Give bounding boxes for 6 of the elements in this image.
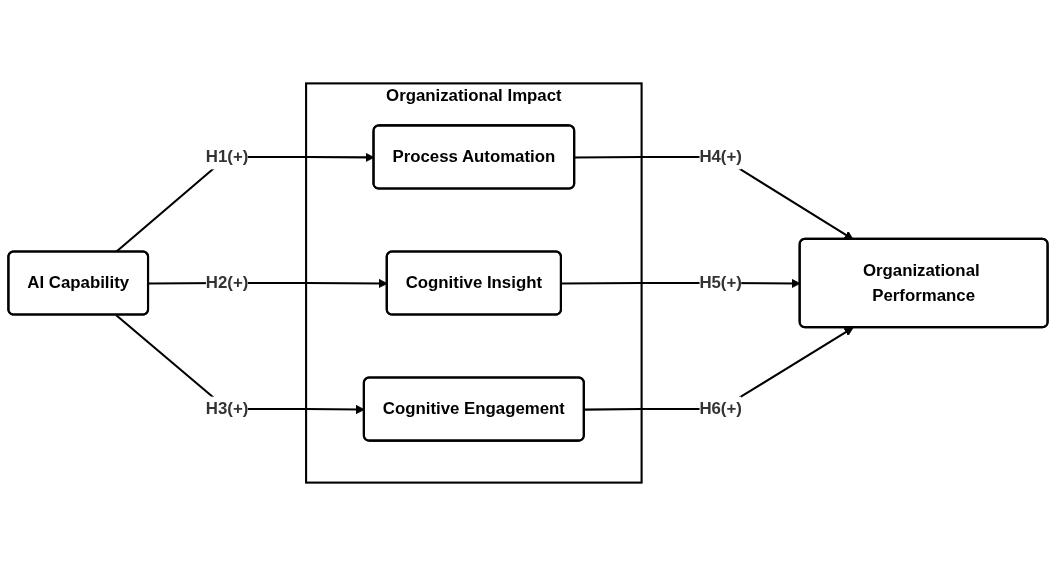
edge-label: H3(+) [205, 399, 249, 418]
edge-label: H6(+) [699, 399, 742, 418]
edge-label: H2(+) [205, 273, 249, 292]
edge-label: H5(+) [699, 273, 742, 292]
edge-label: H1(+) [205, 147, 249, 166]
edge-label: H4(+) [699, 147, 742, 166]
